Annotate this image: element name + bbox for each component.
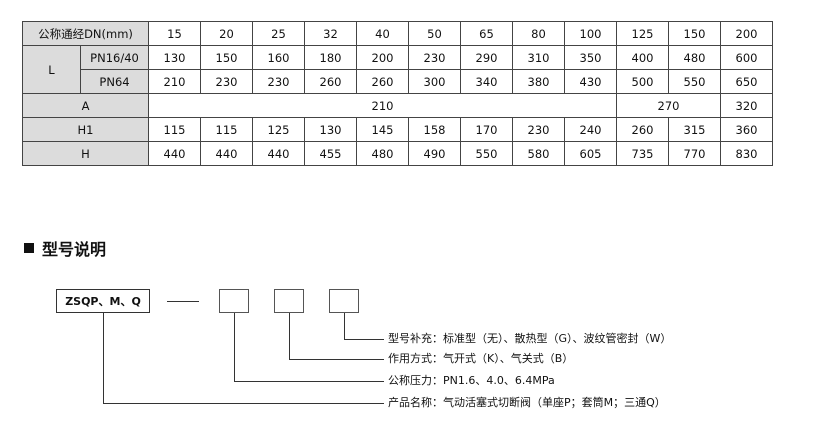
l-pn16-cell: 350: [564, 45, 617, 70]
dn-header-row: 公称通经DN(mm) 15 20 25 32 40 50 65 80 100 1…: [22, 21, 773, 46]
dn-cell: 25: [252, 21, 305, 46]
a-cell: 270: [616, 93, 721, 118]
l-pn16-cell: 200: [356, 45, 409, 70]
h1-cell: 115: [200, 117, 253, 142]
l-pn16-cell: 180: [304, 45, 357, 70]
h1-cell: 260: [616, 117, 669, 142]
h-cell: 735: [616, 141, 669, 166]
h1-cell: 240: [564, 117, 617, 142]
connector-line: [234, 381, 384, 382]
l-pn16-cell: 400: [616, 45, 669, 70]
connector-line: [289, 359, 384, 360]
connector-line: [103, 313, 104, 403]
a-row: A 210 270 320: [22, 93, 773, 118]
l-pn64-cell: 340: [460, 69, 513, 94]
h-cell: 440: [148, 141, 201, 166]
l-pn16-cell: 480: [668, 45, 721, 70]
dn-cell: 125: [616, 21, 669, 46]
pressure-slot: [219, 289, 249, 313]
l-pn64-cell: 230: [252, 69, 305, 94]
l-pn16-cell: 130: [148, 45, 201, 70]
l-pn64-cell: 650: [720, 69, 773, 94]
l-pn16-row: L PN16/40 130 150 160 180 200 230 290 31…: [22, 45, 773, 94]
l-pn64-cell: 210: [148, 69, 201, 94]
l-pn64-cell: 550: [668, 69, 721, 94]
h1-cell: 360: [720, 117, 773, 142]
l-pn64-cell: 300: [408, 69, 461, 94]
l-pn64-cell: 500: [616, 69, 669, 94]
dn-cell: 40: [356, 21, 409, 46]
h-cell: 580: [512, 141, 565, 166]
h1-cell: 145: [356, 117, 409, 142]
dimension-table: 公称通经DN(mm) 15 20 25 32 40 50 65 80 100 1…: [22, 21, 773, 166]
l-pn64-row: PN64 210 230 230 260 260 300 340 380 430…: [23, 69, 773, 94]
l-pn16-cell: 600: [720, 45, 773, 70]
model-dash: [167, 301, 199, 302]
l-pn16-cell: 310: [512, 45, 565, 70]
dn-cell: 32: [304, 21, 357, 46]
dn-cell: 200: [720, 21, 773, 46]
l-pn64-cell: 260: [356, 69, 409, 94]
dn-cell: 65: [460, 21, 513, 46]
section-heading: 型号说明: [24, 238, 107, 259]
h1-cell: 115: [148, 117, 201, 142]
model-desc-pressure: 公称压力：PN1.6、4.0、6.4MPa: [388, 374, 555, 387]
a-label: A: [22, 93, 149, 118]
supplement-slot: [329, 289, 359, 313]
model-desc-supplement: 型号补充：标准型（无）、散热型（G）、波纹管密封（W）: [388, 332, 672, 345]
h1-cell: 158: [408, 117, 461, 142]
dn-cell: 50: [408, 21, 461, 46]
h-cell: 455: [304, 141, 357, 166]
h1-cell: 125: [252, 117, 305, 142]
h-cell: 770: [668, 141, 721, 166]
dn-cell: 20: [200, 21, 253, 46]
l-label: L: [22, 45, 81, 94]
pn16-label: PN16/40: [80, 45, 149, 70]
action-slot: [274, 289, 304, 313]
h1-cell: 230: [512, 117, 565, 142]
model-desc-product: 产品名称：气动活塞式切断阀（单座P；套筒M；三通Q）: [388, 396, 666, 409]
dn-cell: 15: [148, 21, 201, 46]
h-label: H: [22, 141, 149, 166]
dn-cell: 80: [512, 21, 565, 46]
l-pn16-cell: 160: [252, 45, 305, 70]
connector-line: [344, 313, 345, 339]
connector-line: [289, 313, 290, 359]
h-cell: 480: [356, 141, 409, 166]
a-cell: 320: [720, 93, 773, 118]
dn-cell: 150: [668, 21, 721, 46]
h1-label: H1: [22, 117, 149, 142]
l-pn64-cell: 260: [304, 69, 357, 94]
h-cell: 490: [408, 141, 461, 166]
h-cell: 830: [720, 141, 773, 166]
h1-cell: 130: [304, 117, 357, 142]
connector-line: [344, 339, 384, 340]
h1-row: H1 115 115 125 130 145 158 170 230 240 2…: [22, 117, 773, 142]
l-pn16-cell: 230: [408, 45, 461, 70]
l-pn64-cell: 380: [512, 69, 565, 94]
h-row: H 440 440 440 455 480 490 550 580 605 73…: [22, 141, 773, 166]
h1-cell: 315: [668, 117, 721, 142]
l-pn64-cell: 230: [200, 69, 253, 94]
h-cell: 605: [564, 141, 617, 166]
h1-cell: 170: [460, 117, 513, 142]
square-bullet-icon: [24, 243, 34, 253]
section-title-text: 型号说明: [42, 240, 107, 259]
h-cell: 550: [460, 141, 513, 166]
h-cell: 440: [200, 141, 253, 166]
dn-header-label: 公称通经DN(mm): [22, 21, 149, 46]
dn-cell: 100: [564, 21, 617, 46]
connector-line: [103, 403, 384, 404]
model-desc-action: 作用方式：气开式（K）、气关式（B）: [388, 352, 574, 365]
pn64-label: PN64: [80, 69, 149, 94]
l-pn16-cell: 150: [200, 45, 253, 70]
l-pn64-cell: 430: [564, 69, 617, 94]
connector-line: [234, 313, 235, 381]
a-cell: 210: [148, 93, 617, 118]
h-cell: 440: [252, 141, 305, 166]
model-code-box: ZSQP、M、Q: [56, 289, 150, 313]
l-pn16-cell: 290: [460, 45, 513, 70]
